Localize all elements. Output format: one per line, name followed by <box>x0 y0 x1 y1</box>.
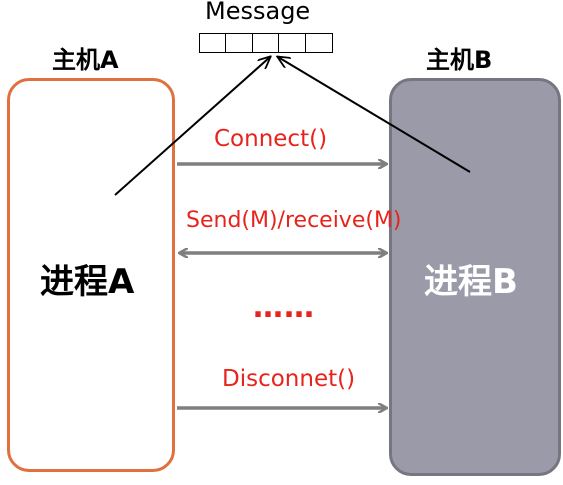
process-b-label: 进程B <box>424 262 518 302</box>
disconnect-call-label: Disconnet() <box>222 366 356 392</box>
host-a-box <box>7 78 175 472</box>
ellipsis-label: …… <box>253 290 315 325</box>
connect-call-label: Connect() <box>214 126 328 152</box>
process-a-label: 进程A <box>40 262 135 302</box>
message-queue-cell <box>304 33 333 53</box>
message-queue <box>198 33 333 53</box>
process-b-to-message-arrow <box>278 57 471 173</box>
host-a-label: 主机A <box>52 46 119 74</box>
message-label: Message <box>205 0 311 25</box>
host-b-label: 主机B <box>426 46 493 74</box>
send-receive-call-label: Send(M)/receive(M) <box>186 208 402 233</box>
host-b-box <box>389 78 561 476</box>
process-a-to-message-arrow <box>114 57 270 196</box>
